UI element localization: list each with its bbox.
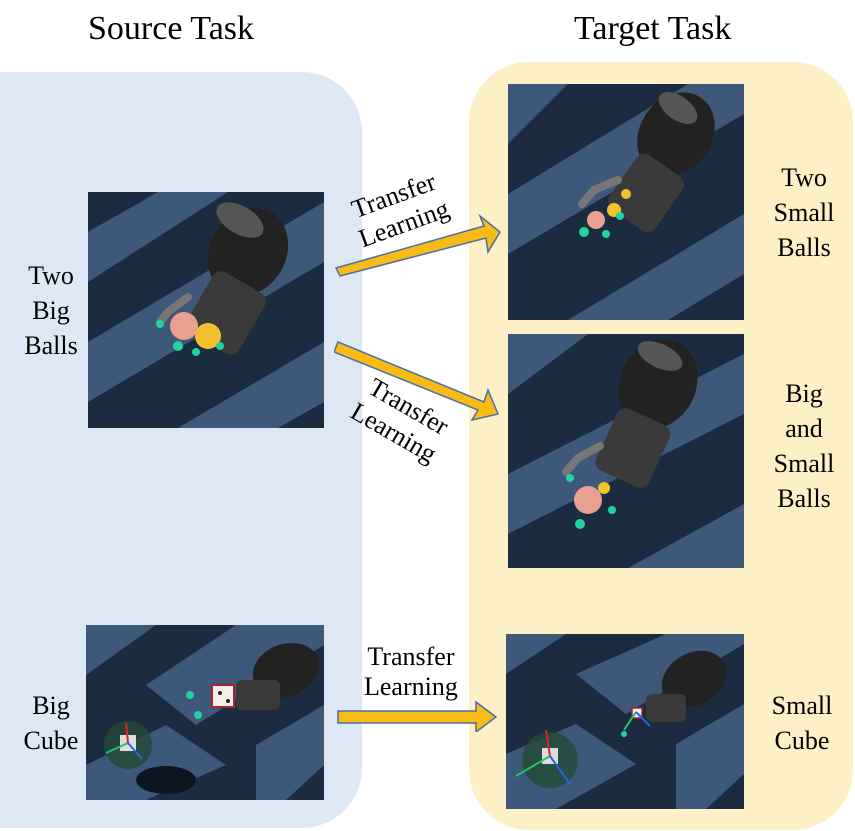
source-task-heading: Source Task bbox=[88, 10, 255, 47]
arrow-right-down-icon bbox=[334, 341, 500, 422]
transfer-arrow-3: Transfer Learning bbox=[336, 640, 498, 732]
robot-hand-big-cube-image bbox=[86, 625, 324, 800]
arrow-right-icon bbox=[337, 700, 498, 732]
target-label-big-and-small-balls: Big and Small Balls bbox=[773, 379, 835, 513]
robot-hand-two-small-balls-image bbox=[508, 84, 744, 320]
scene-small-cube bbox=[506, 634, 744, 809]
robot-hand-big-and-small-balls-image bbox=[508, 334, 744, 568]
robot-hand-two-big-balls-image bbox=[88, 192, 324, 428]
transfer-label-3: Transfer Learning bbox=[364, 642, 458, 701]
scene-two-small-balls bbox=[508, 84, 744, 320]
scene-big-and-small-balls bbox=[508, 334, 744, 568]
transfer-arrow-1: Transfer Learning bbox=[334, 160, 504, 280]
source-label-two-big-balls: Two Big Balls bbox=[24, 261, 78, 360]
scene-big-cube bbox=[86, 625, 324, 800]
target-task-heading: Target Task bbox=[574, 10, 732, 47]
transfer-arrow-2: Transfer Learning bbox=[334, 336, 504, 476]
target-label-small-cube: Small Cube bbox=[771, 691, 833, 755]
robot-hand-small-cube-image bbox=[506, 634, 744, 809]
source-label-big-cube: Big Cube bbox=[23, 691, 79, 755]
target-label-two-small-balls: Two Small Balls bbox=[773, 163, 835, 262]
arrow-right-up-icon bbox=[334, 213, 501, 277]
scene-two-big-balls bbox=[88, 192, 324, 428]
